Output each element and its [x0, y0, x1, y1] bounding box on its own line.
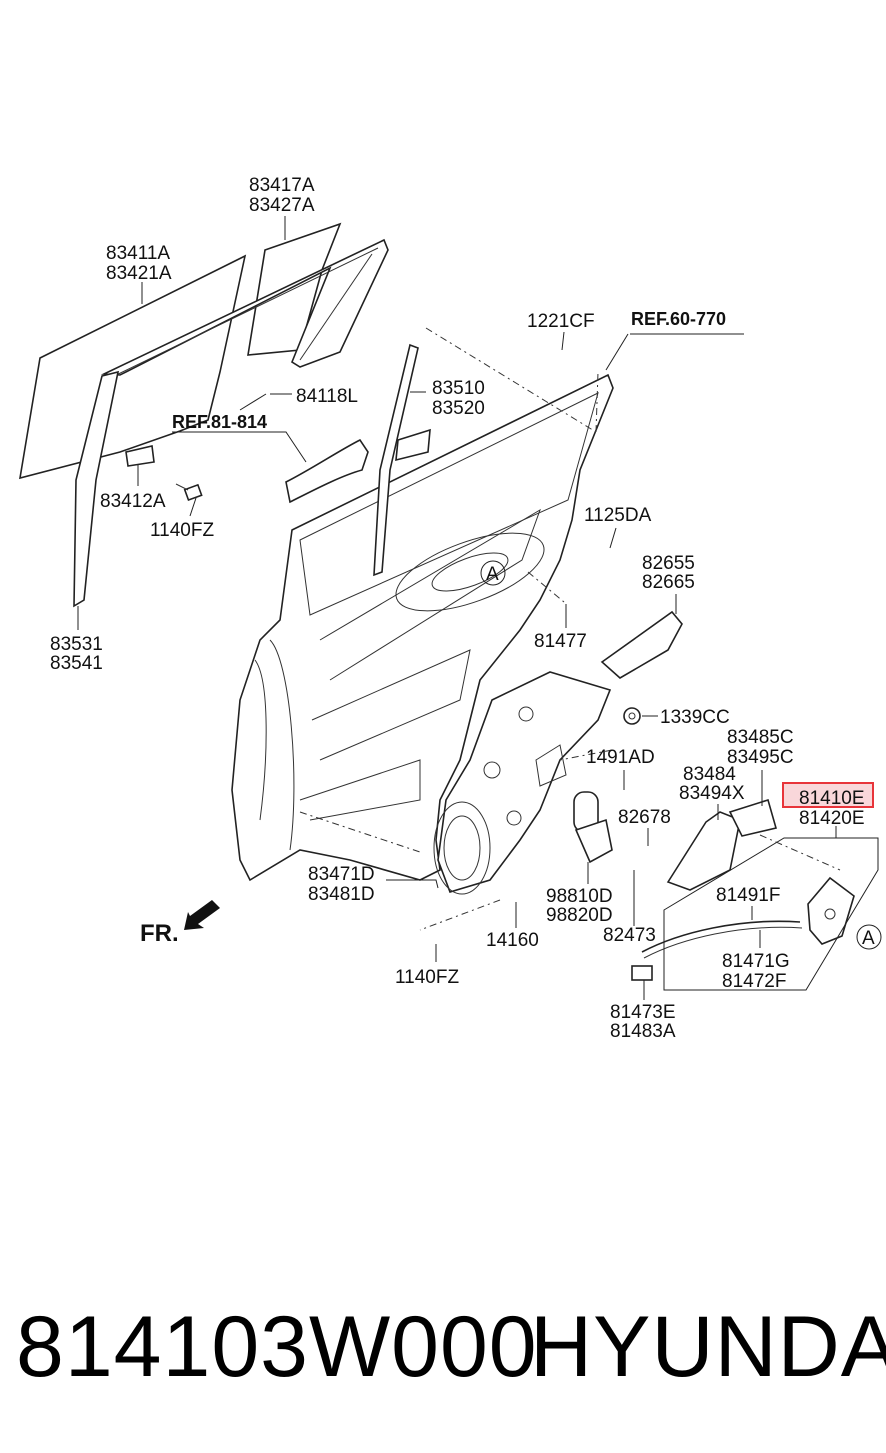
label-83412a: 83412A	[100, 491, 166, 512]
label-1491ad: 1491AD	[586, 747, 655, 768]
glass-bracket	[125, 445, 155, 467]
latch-cable	[641, 920, 803, 959]
label-81472f: 81472F	[722, 971, 786, 992]
label-fr: FR.	[140, 920, 179, 947]
dashed-leaders	[299, 327, 841, 931]
label-83411a: 83411A	[106, 243, 170, 264]
label-98820d: 98820D	[546, 905, 613, 926]
label-81491f: 81491F	[716, 885, 780, 906]
callout-circle-a-1	[480, 560, 506, 586]
callout-a-1: A	[486, 564, 499, 585]
label-1221cf: 1221CF	[527, 311, 595, 332]
front-channel-strip	[73, 370, 120, 608]
callout-circle-a-2	[856, 924, 882, 950]
glass-run-channel	[100, 238, 389, 379]
regulator-motor	[573, 791, 613, 864]
label-83417a: 83417A	[249, 175, 315, 196]
label-83495c: 83495C	[727, 747, 794, 768]
part-number: 814103W000	[16, 1299, 538, 1395]
label-84118l: 84118L	[296, 386, 358, 407]
latch-assembly-box	[663, 837, 879, 991]
label-83427a: 83427A	[249, 195, 315, 216]
callout-a-2: A	[862, 928, 875, 949]
label-81410e: 81410E	[799, 788, 865, 809]
label-14160: 14160	[486, 930, 539, 951]
label-83481d: 83481D	[308, 884, 375, 905]
label-1140fz-upper: 1140FZ	[150, 520, 214, 541]
label-83484: 83484	[683, 764, 736, 785]
bolt-1140fz-upper	[175, 483, 203, 502]
label-83531: 83531	[50, 634, 103, 655]
label-81473e: 81473E	[610, 1002, 676, 1023]
label-98810d: 98810D	[546, 886, 613, 907]
label-81471g: 81471G	[722, 951, 790, 972]
label-ref-81-814: REF.81-814	[172, 412, 267, 432]
window-regulator	[433, 671, 612, 895]
label-82473: 82473	[603, 925, 656, 946]
label-82665: 82665	[642, 572, 695, 593]
quarter-glass	[247, 222, 342, 356]
highlight-box	[782, 782, 874, 808]
leader-lines	[77, 216, 837, 1000]
door-hinge	[600, 610, 683, 679]
label-83421a: 83421A	[106, 263, 172, 284]
label-1140fz-lower: 1140FZ	[395, 967, 459, 988]
label-81477: 81477	[534, 631, 587, 652]
nut-1339cc	[623, 707, 641, 725]
cable-clip	[631, 965, 653, 981]
label-1339cc: 1339CC	[660, 707, 730, 728]
outside-handle	[285, 438, 369, 504]
label-82655: 82655	[642, 553, 695, 574]
door-frame	[231, 373, 614, 882]
label-83541: 83541	[50, 653, 103, 674]
door-latch	[807, 876, 855, 945]
label-1125da: 1125DA	[584, 505, 652, 526]
front-arrow-icon	[184, 900, 220, 930]
label-81420e: 81420E	[799, 808, 865, 829]
label-83485c: 83485C	[727, 727, 794, 748]
label-83471d: 83471D	[308, 864, 375, 885]
label-81483a: 81483A	[610, 1021, 676, 1042]
rear-channel	[373, 343, 431, 577]
label-82678: 82678	[618, 807, 671, 828]
label-83510: 83510	[432, 378, 485, 399]
label-ref-60-770: REF.60-770	[631, 309, 726, 329]
lock-bracket	[666, 798, 777, 891]
brand-name: HYUNDAI	[530, 1299, 886, 1395]
label-83520: 83520	[432, 398, 485, 419]
label-83494x: 83494X	[679, 783, 745, 804]
